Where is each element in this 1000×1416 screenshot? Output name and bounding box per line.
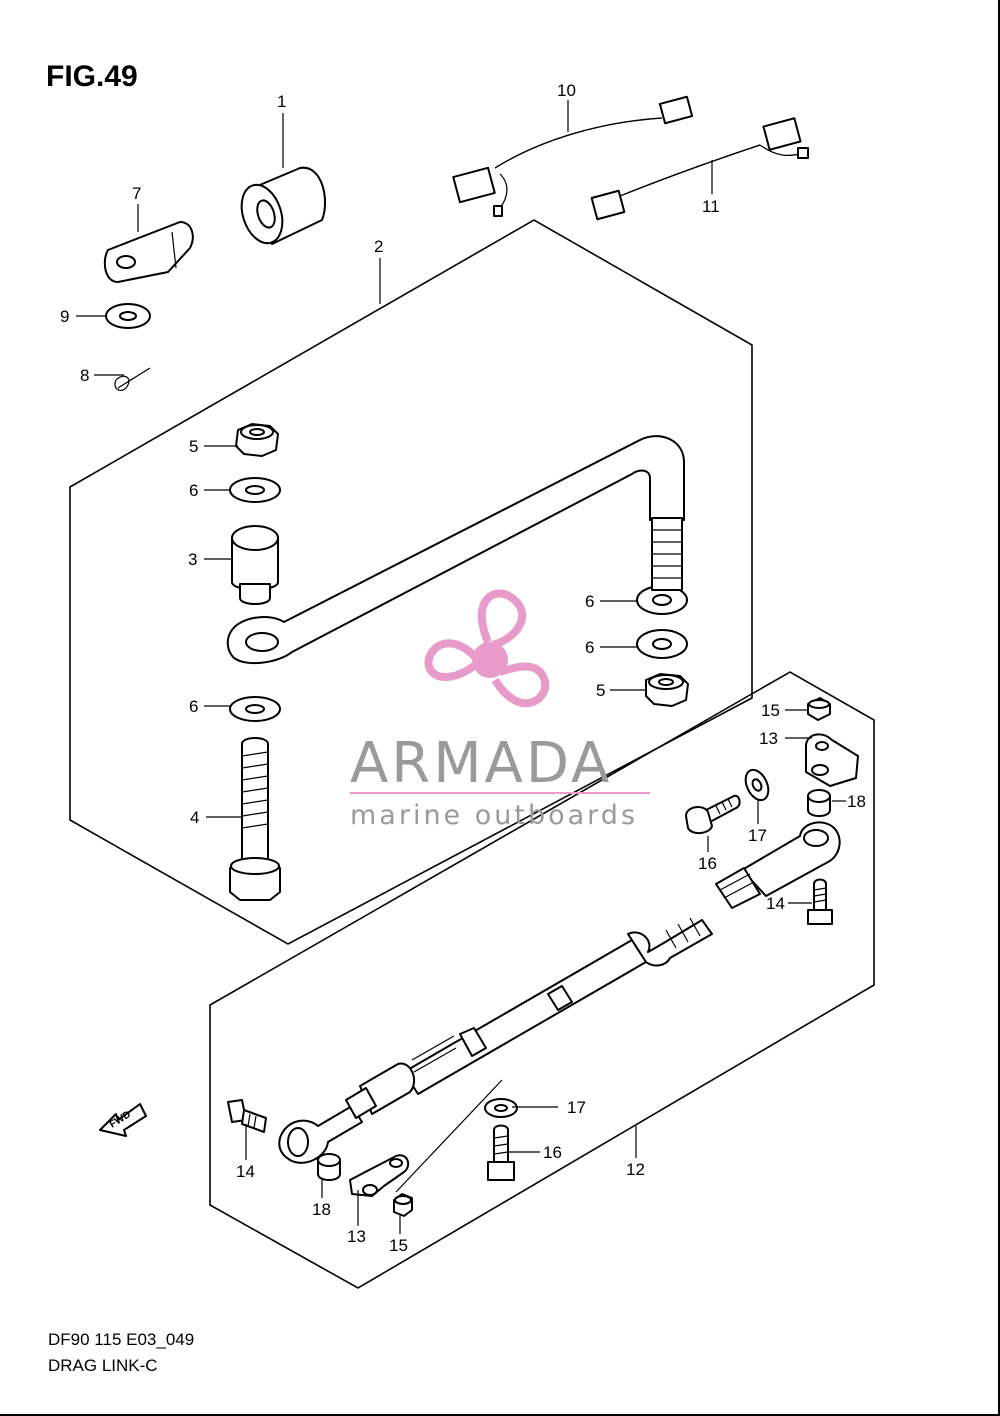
watermark-brand: ARMADA <box>350 731 612 796</box>
callout-14-left: 14 <box>236 1162 255 1181</box>
callout-5-upper: 5 <box>189 437 198 456</box>
callout-12: 12 <box>626 1160 645 1179</box>
part-6-washer-a <box>229 477 281 503</box>
callout-10: 10 <box>557 81 576 100</box>
propeller-hub <box>472 642 508 678</box>
watermark-tagline: marine outboards <box>350 800 638 831</box>
assembly-box-2 <box>69 219 753 945</box>
figure-code: DF90 115 E03_049 <box>48 1330 195 1349</box>
assembly-guide-line <box>395 1079 503 1193</box>
assembly-box-12 <box>209 671 875 1289</box>
part-14-bolt-left <box>227 1099 267 1133</box>
part-2-drag-link-arm <box>226 435 685 665</box>
part-14-bolt-right <box>807 878 833 925</box>
part-16-bolt-left <box>487 1124 515 1181</box>
part-5-nut-lower <box>645 673 689 707</box>
callout-7: 7 <box>132 184 141 203</box>
callout-6-d: 6 <box>189 697 198 716</box>
figure-name: DRAG LINK-C <box>48 1356 158 1375</box>
propeller-blade-left <box>424 639 480 681</box>
callout-16-left: 16 <box>543 1143 562 1162</box>
part-18-spacer-right <box>807 789 831 817</box>
part-13-bracket-right <box>805 733 859 787</box>
part-5-nut-upper <box>235 423 279 457</box>
part-17-washer-left <box>484 1098 518 1118</box>
part-1-grommet <box>240 166 326 245</box>
propeller-icon <box>424 589 550 708</box>
propeller-blade-right <box>491 662 550 708</box>
watermark-logo: ARMADA marine outboards <box>350 589 650 831</box>
part-4-bolt <box>229 737 281 901</box>
callout-17-left: 17 <box>567 1098 586 1117</box>
part-ball-joint-right <box>715 821 841 909</box>
part-17-washer-right <box>744 768 770 802</box>
part-18-spacer-left <box>317 1153 341 1181</box>
part-8-cotter-pin <box>114 367 151 392</box>
callout-6-a: 6 <box>189 481 198 500</box>
part-15-nut-right <box>807 697 831 721</box>
callout-labels: 1 2 3 4 5 5 6 6 6 6 7 8 9 10 11 12 13 13… <box>60 81 866 1255</box>
callout-4: 4 <box>190 808 199 827</box>
callout-8: 8 <box>80 366 89 385</box>
part-6-washer-c <box>636 629 688 659</box>
callout-6-b: 6 <box>585 592 594 611</box>
callout-18-right: 18 <box>847 792 866 811</box>
callout-14-right: 14 <box>766 894 785 913</box>
callout-11: 11 <box>702 197 720 216</box>
part-11-wire-harness <box>590 117 809 221</box>
part-15-nut-left <box>393 1193 413 1217</box>
propeller-blade-top <box>477 589 527 649</box>
callout-9: 9 <box>60 307 69 326</box>
callout-5-lower: 5 <box>596 681 605 700</box>
callout-16-right: 16 <box>698 854 717 873</box>
callout-6-c: 6 <box>585 638 594 657</box>
part-7-bracket <box>103 221 194 283</box>
fwd-arrow-icon: FWD <box>99 1103 147 1137</box>
figure-title: FIG.49 <box>46 60 138 93</box>
part-6-washer-d <box>229 696 281 722</box>
part-9-washer <box>105 303 151 329</box>
callout-15-left: 15 <box>389 1236 408 1255</box>
callout-15-right: 15 <box>761 701 780 720</box>
callout-2: 2 <box>374 237 383 256</box>
callout-3: 3 <box>188 550 197 569</box>
callout-18-left: 18 <box>312 1200 331 1219</box>
callout-13-right: 13 <box>759 729 778 748</box>
callout-1: 1 <box>277 92 286 111</box>
part-3-collar <box>231 525 279 605</box>
callout-17-right: 17 <box>748 826 767 845</box>
part-10-wire-harness <box>452 95 694 217</box>
part-13-bracket-left <box>349 1154 410 1197</box>
callout-13-left: 13 <box>347 1227 366 1246</box>
part-16-bolt-right <box>685 794 741 834</box>
leader-lines <box>76 100 846 1234</box>
part-12-drag-link-rod <box>278 917 713 1164</box>
